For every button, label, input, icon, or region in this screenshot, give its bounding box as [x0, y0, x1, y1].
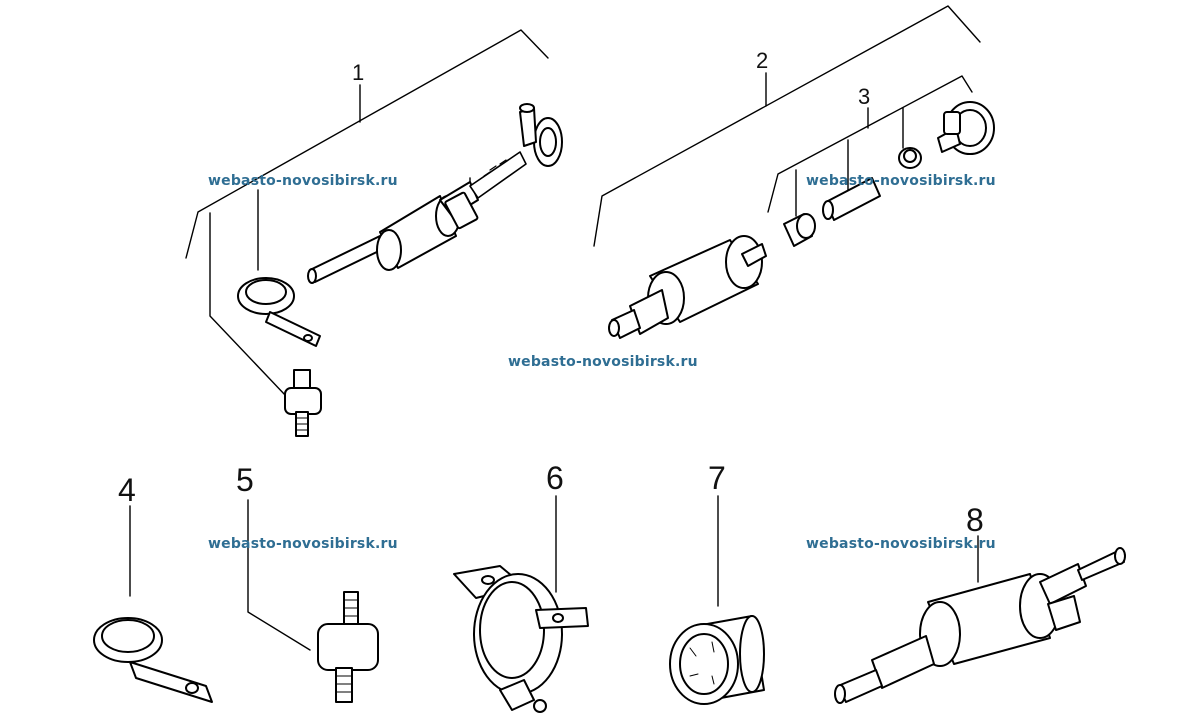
- hose-kit-3: [783, 147, 922, 247]
- callout-7: 7: [708, 460, 726, 496]
- part-6-bracket: [453, 495, 589, 713]
- group-2-bracket: [593, 5, 981, 247]
- fuel-pump-2: [608, 235, 767, 339]
- callout-3: 3: [858, 84, 871, 109]
- damper-1: [284, 369, 322, 437]
- watermark: webasto-novosibirsk.ru: [208, 173, 398, 189]
- callout-5: 5: [236, 462, 254, 498]
- callout-6: 6: [546, 460, 564, 496]
- clamp-1: [237, 277, 321, 347]
- callout-2: 2: [756, 48, 769, 73]
- part-8-pump: [834, 535, 1126, 704]
- watermark: webasto-novosibirsk.ru: [806, 173, 996, 189]
- watermark: webasto-novosibirsk.ru: [806, 536, 996, 552]
- part-5-damper: [247, 499, 379, 703]
- part-4-clamp: [93, 505, 213, 703]
- damper-2: [937, 101, 995, 155]
- callout-4: 4: [118, 472, 136, 508]
- fuel-pump-assembly-1: [307, 103, 563, 284]
- group-1-bracket: [185, 29, 549, 397]
- watermark: webasto-novosibirsk.ru: [508, 354, 698, 370]
- watermark: webasto-novosibirsk.ru: [208, 536, 398, 552]
- part-7-sleeve: [669, 495, 765, 705]
- callout-8: 8: [966, 502, 984, 538]
- group-3-bracket: [767, 75, 973, 217]
- callout-1: 1: [352, 60, 365, 85]
